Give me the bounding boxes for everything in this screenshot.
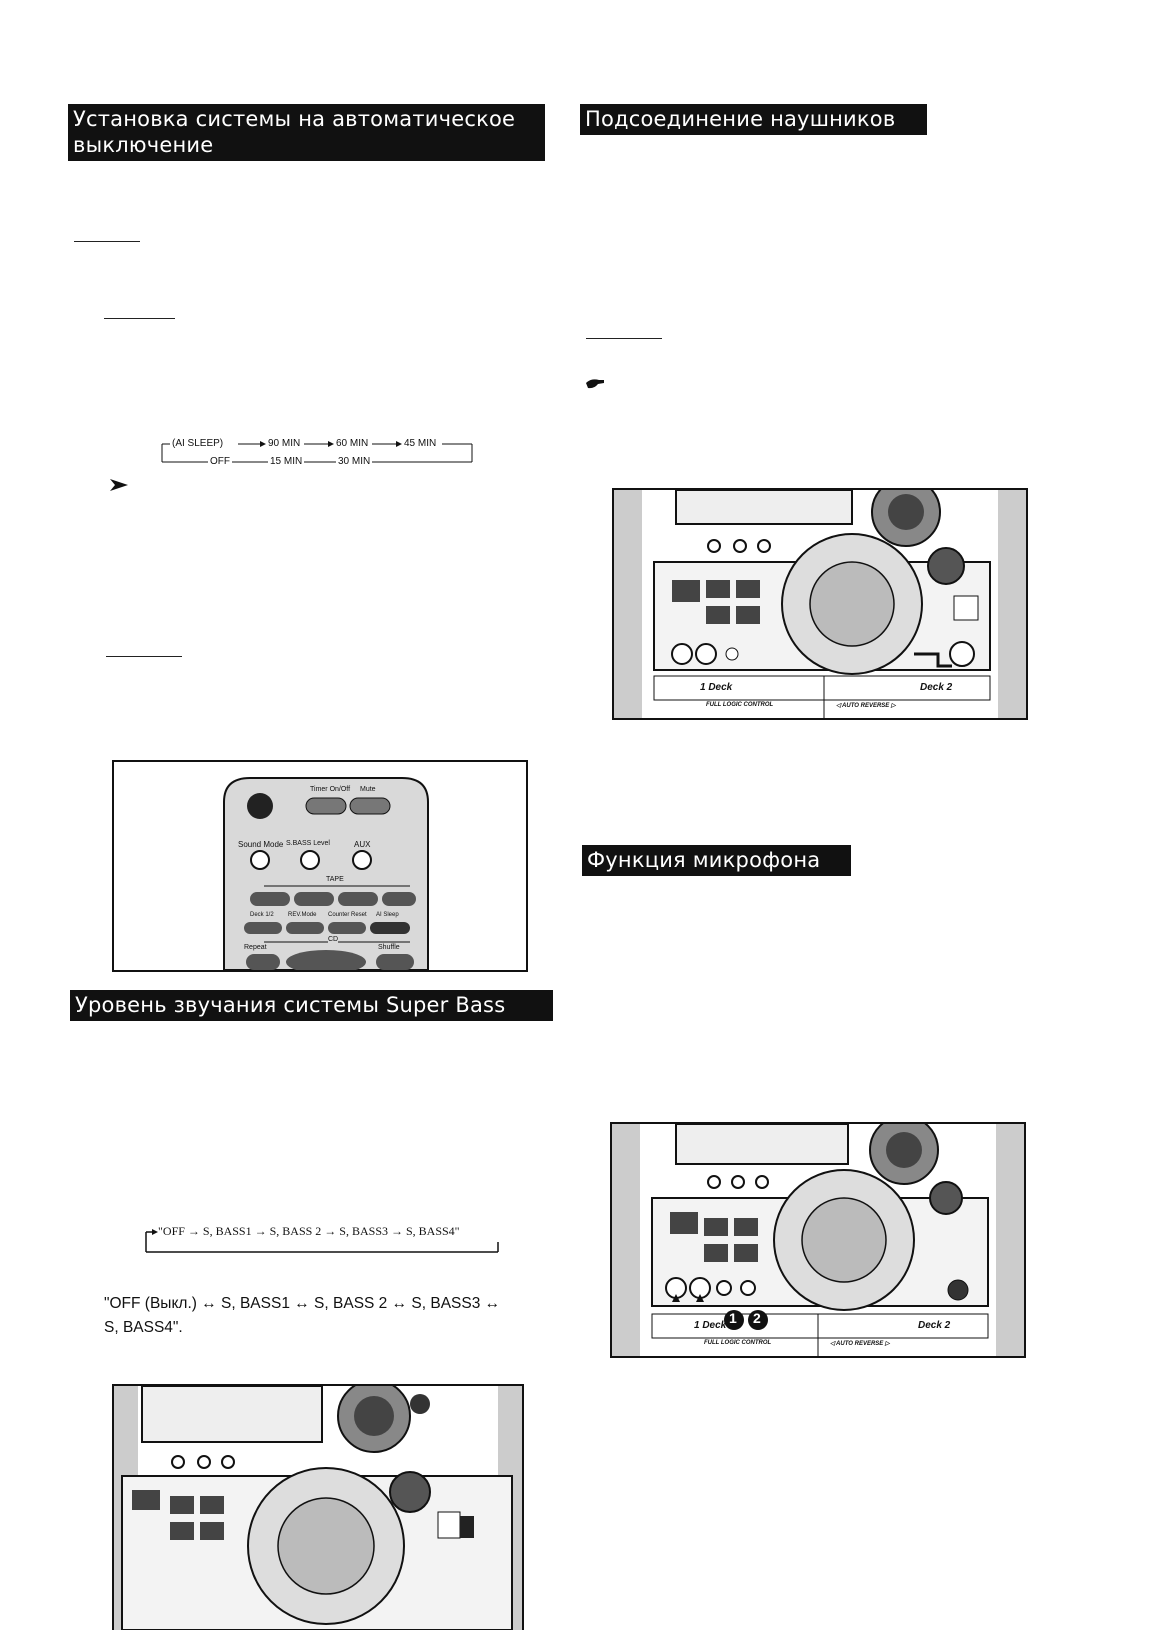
step-underline: [586, 338, 662, 339]
step-underline: [74, 241, 140, 242]
flow-step: 60 MIN: [336, 438, 369, 449]
auto-reverse-label: ◁ AUTO REVERSE ▷: [830, 1341, 890, 1347]
flow-step: OFF: [208, 456, 232, 467]
arrow-tip-icon: [110, 478, 130, 496]
remote-control-illustration: [223, 777, 429, 970]
marker-1: 1: [729, 1310, 737, 1326]
full-logic-label: FULL LOGIC CONTROL: [704, 1340, 772, 1346]
full-logic-label: FULL LOGIC CONTROL: [706, 702, 774, 708]
sleep-heading-line1: Установка системы на автоматическое: [73, 107, 516, 131]
deck1-label: 1 Deck: [700, 682, 733, 693]
headphones-device-figure: 1 Deck Deck 2 FULL LOGIC CONTROL ◁ AUTO …: [612, 488, 1028, 720]
sleep-timer-flow: (AI SLEEP) 90 MIN 60 MIN 45 MIN OFF 15 M…: [160, 436, 480, 467]
flow-step: 15 MIN: [268, 456, 305, 467]
flow-step: 90 MIN: [268, 438, 301, 449]
auto-reverse-label: ◁ AUTO REVERSE ▷: [836, 703, 896, 709]
sleep-heading-line2: выключение: [73, 133, 214, 157]
remote-label: CD: [328, 936, 339, 943]
bass-cycle-line2: S, BASS4".: [104, 1319, 183, 1336]
step-underline: [104, 318, 175, 319]
deck1-label: 1 Deck: [694, 1320, 727, 1331]
bass-cycle-line1: "OFF (Выкл.) ↔ S, BASS1 ↔ S, BASS 2 ↔ S,…: [104, 1295, 501, 1312]
stereo-front-illustration: [614, 490, 1026, 718]
bass-cycle-text: "OFF (Выкл.) ↔ S, BASS1 ↔ S, BASS 2 ↔ S,…: [104, 1292, 534, 1340]
flow-step: 30 MIN: [336, 456, 373, 467]
remote-control-figure: Timer On/Off Mute Sound Mode S.BASS Leve…: [112, 760, 528, 972]
stereo-front-illustration: [612, 1124, 1024, 1356]
step-underline: [106, 656, 182, 657]
remote-label: Counter Reset: [328, 912, 367, 918]
remote-label: Timer On/Off: [310, 786, 351, 793]
remote-label: Mute: [360, 786, 376, 793]
superbass-device-figure: [112, 1384, 524, 1630]
remote-label: Sound Mode: [238, 840, 284, 849]
bass-flow: "OFF → S, BASS1 → S, BASS 2 → S, BASS3 →…: [144, 1224, 524, 1260]
flow-step: (AI SLEEP): [172, 438, 224, 449]
remote-label: TAPE: [326, 876, 344, 883]
remote-label: AI Sleep: [376, 912, 399, 918]
bass-flow-lines: [145, 1229, 499, 1253]
headphones-heading: Подсоединение наушников: [580, 104, 927, 135]
remote-label: S.BASS Level: [286, 840, 330, 847]
remote-label: REV.Mode: [288, 912, 317, 918]
remote-label: AUX: [354, 840, 371, 849]
hand-pointer-icon: [585, 377, 605, 396]
deck2-label: Deck 2: [918, 1320, 951, 1331]
remote-label: Repeat: [244, 944, 267, 951]
marker-2: 2: [753, 1310, 761, 1326]
microphone-device-figure: 1 2 1 Deck Deck 2 FULL LOGIC CONTROL ◁ A…: [610, 1122, 1026, 1358]
bass-sequence: "OFF → S, BASS1 → S, BASS 2 → S, BASS3 →…: [158, 1224, 460, 1238]
remote-label: Shuffle: [378, 944, 400, 951]
microphone-heading: Функция микрофона: [582, 845, 851, 876]
deck2-label: Deck 2: [920, 682, 953, 693]
flow-step: 45 MIN: [404, 438, 437, 449]
remote-label: Deck 1/2: [250, 912, 274, 918]
stereo-front-illustration: [114, 1386, 522, 1630]
superbass-heading: Уровень звучания системы Super Bass: [70, 990, 553, 1021]
sleep-heading: Установка системы на автоматическое выкл…: [68, 104, 545, 161]
